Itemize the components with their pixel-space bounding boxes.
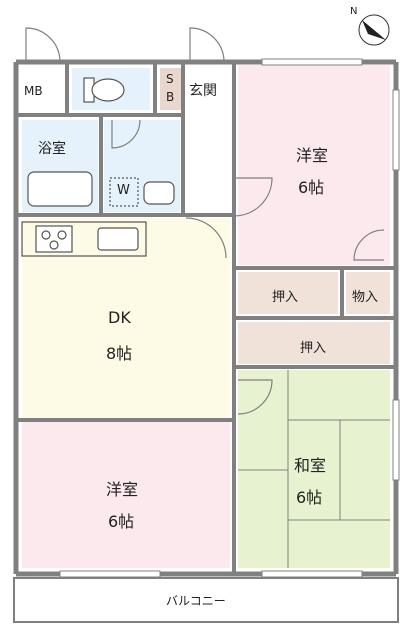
interior-walls [16,62,396,574]
fixtures [21,77,175,257]
compass-letter: N [350,6,358,17]
japanese-room-size: 6帖 [296,488,323,507]
storage-fill [346,272,390,314]
dk-size: 8帖 [106,344,133,363]
storage-label: 物入 [352,290,379,305]
closet-1-label: 押入 [272,290,299,305]
closet-2-label: 押入 [300,341,327,356]
sb-fill [160,68,182,110]
stove [35,225,73,253]
sb-label-bottom: B [166,90,175,104]
western-room-1-size: 6帖 [298,178,325,197]
dk-name: DK [108,308,131,327]
mb-label: MB [24,84,43,98]
compass-icon [358,14,390,46]
toilet-bowl [91,78,125,102]
window-marks [59,58,400,578]
western-room-2-name: 洋室 [106,480,139,499]
closet-1-fill [238,272,338,314]
bath-label: 浴室 [38,141,66,157]
door-swings [25,27,385,415]
balcony-outline [13,577,399,623]
bathtub [27,171,93,207]
western-room-2-fill [22,422,230,568]
kitchen-sink [97,227,139,251]
sb-label-top: S [166,72,174,86]
washbasin [143,181,175,205]
closet-2-fill [238,322,390,364]
japanese-room-name: 和室 [294,456,327,475]
tatami-lines [238,370,390,568]
balcony-label: バルコニー [166,594,226,608]
western-room-2-size: 6帖 [108,512,135,531]
western-room-1-name: 洋室 [296,146,329,165]
washer-space [109,177,139,207]
entrance-label: 玄関 [189,83,217,99]
western-room-1-fill [238,65,390,265]
washer-label: W [117,183,130,198]
